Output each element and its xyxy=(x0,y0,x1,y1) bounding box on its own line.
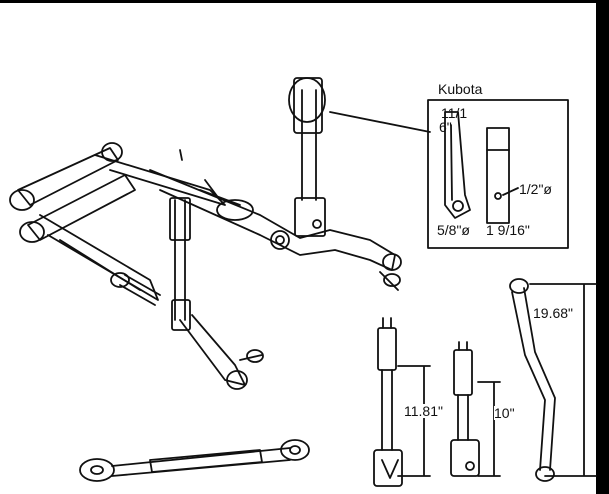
inset-dimension-strap-top-1: 11/1 xyxy=(441,105,468,121)
stabilizer-bar xyxy=(509,278,597,482)
top-link-bar xyxy=(79,439,310,482)
hitch-assembly xyxy=(9,77,431,390)
long-lift-rod xyxy=(373,317,431,487)
inset-hole-diameter-label: 5/8"ø xyxy=(437,222,470,238)
stabilizer-length-label: 19.68" xyxy=(533,305,574,321)
right-edge-bar xyxy=(596,0,609,494)
inset-brand-label: Kubota xyxy=(438,81,483,97)
inset-width-dimension-label: 1 9/16" xyxy=(486,222,530,238)
inset-pin-diameter-label: 1/2"ø xyxy=(519,181,552,197)
short-lift-rod xyxy=(450,341,501,477)
short-lift-rod-length-label: 10" xyxy=(494,405,515,421)
inset-dimension-strap-top-2: 6" xyxy=(439,119,452,135)
top-edge-bar xyxy=(0,0,609,3)
kubota-inset-box xyxy=(427,99,569,249)
long-lift-rod-length-label: 11.81" xyxy=(404,403,443,419)
